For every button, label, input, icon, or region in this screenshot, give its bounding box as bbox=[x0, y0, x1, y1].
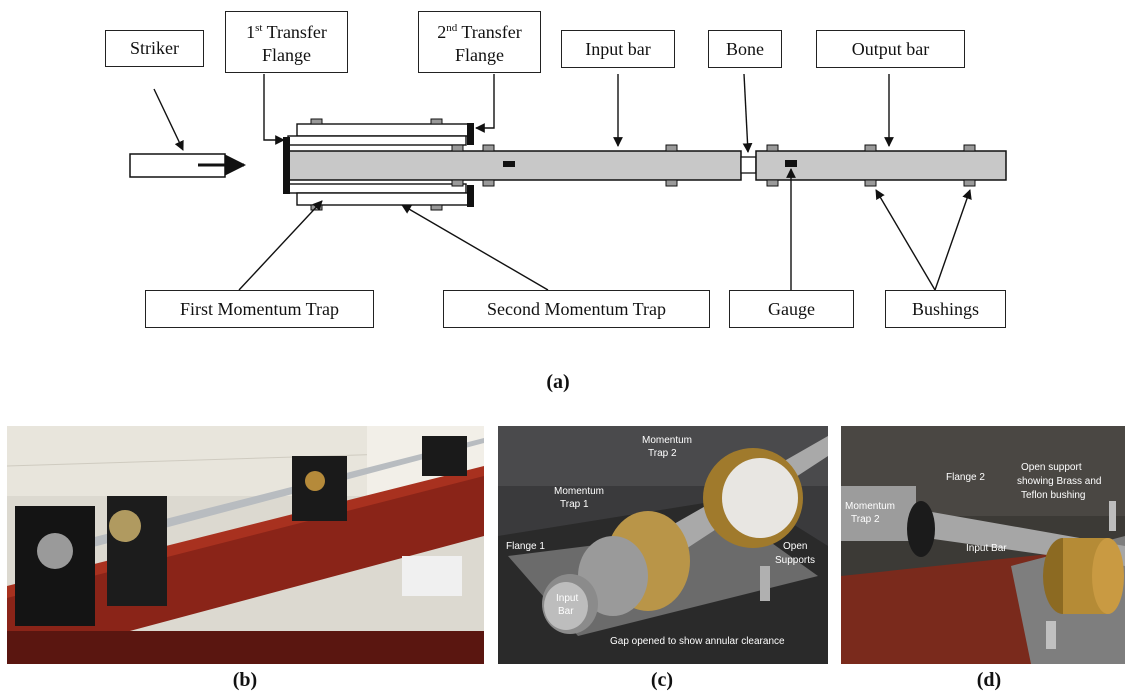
label-bushings-text: Bushings bbox=[911, 298, 980, 319]
d-flange-2: Flange 2 bbox=[946, 472, 985, 483]
caption-c: (c) bbox=[650, 669, 674, 691]
label-first-transfer-flange-text: 1st Transfer Flange bbox=[246, 17, 327, 67]
c-gap-note: Gap opened to show annular clearance bbox=[610, 636, 785, 647]
c-open-supports-line1: Open bbox=[783, 541, 807, 552]
d-momentum-trap-2-line1: Momentum bbox=[845, 501, 895, 512]
label-bone: Bone bbox=[708, 30, 782, 68]
second-momentum-trap-bottom bbox=[296, 192, 474, 206]
label-second-transfer-flange-text: 2nd Transfer Flange bbox=[437, 17, 522, 67]
photo-c-momentum-traps: Momentum Trap 2 Momentum Trap 1 Flange 1… bbox=[498, 426, 828, 664]
bone-specimen bbox=[740, 156, 757, 174]
label-first-momentum-trap-text: First Momentum Trap bbox=[179, 298, 340, 319]
d-input-bar: Input Bar bbox=[966, 543, 1007, 554]
label-bushings: Bushings bbox=[885, 290, 1006, 328]
label-first-transfer-flange: 1st Transfer Flange bbox=[225, 11, 348, 73]
flange2-line2: Flange bbox=[454, 45, 504, 65]
c-momentum-trap-2-line1: Momentum bbox=[642, 435, 692, 446]
first-transfer-flange bbox=[283, 137, 290, 194]
c-input-bar-line2: Bar bbox=[558, 606, 574, 617]
second-transfer-flange-top bbox=[467, 123, 474, 145]
flange2-sup: nd bbox=[446, 22, 458, 34]
label-bone-text: Bone bbox=[726, 38, 764, 59]
flange1-rest: Transfer bbox=[262, 22, 327, 42]
flange1-sup: st bbox=[255, 22, 263, 34]
second-transfer-flange-bottom bbox=[467, 185, 474, 207]
c-flange-1: Flange 1 bbox=[506, 541, 545, 552]
label-striker-text: Striker bbox=[130, 38, 179, 58]
label-input-bar: Input bar bbox=[561, 30, 675, 68]
c-momentum-trap-1-line1: Momentum bbox=[554, 486, 604, 497]
first-momentum-trap-bottom bbox=[287, 183, 467, 194]
label-output-bar: Output bar bbox=[816, 30, 965, 68]
input-gauge bbox=[503, 161, 515, 167]
flange2-rest: Transfer bbox=[457, 22, 522, 42]
caption-b: (b) bbox=[232, 669, 258, 691]
label-input-bar-text: Input bar bbox=[585, 38, 651, 59]
label-output-bar-text: Output bar bbox=[851, 38, 930, 59]
d-open-support-line2: showing Brass and bbox=[1017, 476, 1102, 487]
caption-d: (d) bbox=[976, 669, 1002, 691]
caption-a: (a) bbox=[546, 371, 570, 393]
c-momentum-trap-1-line2: Trap 1 bbox=[560, 499, 589, 510]
flange1-number: 1 bbox=[246, 22, 256, 42]
leader-arrows bbox=[153, 73, 972, 291]
label-second-momentum-trap-text: Second Momentum Trap bbox=[486, 298, 666, 319]
label-gauge: Gauge bbox=[729, 290, 854, 328]
label-gauge-text: Gauge bbox=[768, 298, 815, 319]
label-second-momentum-trap: Second Momentum Trap bbox=[443, 290, 710, 328]
flange2-number: 2 bbox=[437, 22, 447, 42]
label-first-momentum-trap: First Momentum Trap bbox=[145, 290, 374, 328]
first-momentum-trap-top bbox=[287, 135, 467, 146]
d-open-support-line3: Teflon bushing bbox=[1021, 490, 1086, 501]
c-open-supports-line2: Supports bbox=[775, 555, 815, 566]
d-open-support-line1: Open support bbox=[1021, 462, 1082, 473]
second-momentum-trap-top bbox=[296, 123, 474, 137]
label-striker: Striker bbox=[105, 30, 204, 67]
d-momentum-trap-2-line2: Trap 2 bbox=[851, 514, 880, 525]
photo-d-open-support: Flange 2 Momentum Trap 2 Input Bar Open … bbox=[841, 426, 1125, 664]
label-second-transfer-flange: 2nd Transfer Flange bbox=[418, 11, 541, 73]
split-hopkinson-bar-diagram bbox=[129, 73, 1007, 291]
c-input-bar-line1: Input bbox=[556, 593, 578, 604]
flange1-line2: Flange bbox=[261, 45, 311, 65]
output-bar bbox=[755, 150, 1007, 181]
output-gauge bbox=[785, 160, 797, 167]
c-momentum-trap-2-line2: Trap 2 bbox=[648, 448, 677, 459]
photo-b-setup bbox=[7, 426, 484, 664]
